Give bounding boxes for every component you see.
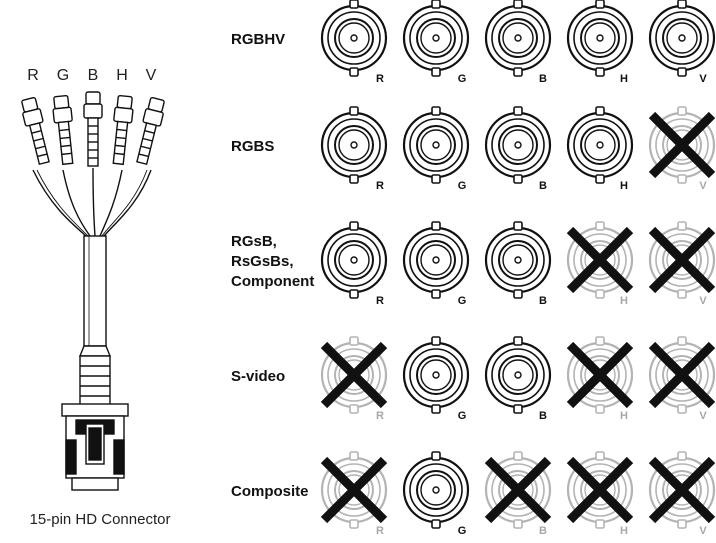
bnc-label: H: [620, 410, 628, 422]
bnc-connector-b: [484, 0, 552, 77]
bnc-connector-b: [484, 451, 552, 529]
format-label: S-video: [231, 368, 285, 385]
format-label: Component: [231, 273, 314, 290]
bnc-connector-v: [648, 336, 716, 414]
bnc-connector-v: [648, 221, 716, 299]
bnc-label: B: [539, 525, 547, 537]
bnc-connector-h: [566, 336, 634, 414]
bnc-connector-r: [320, 451, 388, 529]
bnc-connector-g: [402, 221, 470, 299]
bnc-connector-g: [402, 106, 470, 184]
unused-cross-icon: [320, 341, 388, 409]
cable-letter-g: G: [57, 67, 69, 84]
bnc-connector-v: [648, 0, 716, 77]
unused-cross-icon: [648, 456, 716, 524]
connector-caption: 15-pin HD Connector: [30, 511, 171, 528]
bnc-label: G: [458, 410, 467, 422]
bnc-label: H: [620, 73, 628, 85]
bnc-connector-h: [566, 451, 634, 529]
bnc-label: R: [376, 180, 384, 192]
unused-cross-icon: [484, 456, 552, 524]
bnc-label: R: [376, 525, 384, 537]
cable-letters: R G B H V: [27, 67, 156, 84]
bnc-label: G: [458, 73, 467, 85]
format-label: RGBHV: [231, 31, 285, 48]
format-label: RGsB,: [231, 233, 277, 250]
bnc-label: R: [376, 410, 384, 422]
unused-cross-icon: [566, 456, 634, 524]
bnc-connector-h: [566, 0, 634, 77]
bnc-label: B: [539, 410, 547, 422]
bnc-label: B: [539, 73, 547, 85]
bnc-label: V: [699, 180, 707, 192]
bnc-connector-h: [566, 221, 634, 299]
bnc-connector-h: [566, 106, 634, 184]
bnc-connector-r: [320, 106, 388, 184]
bnc-label: V: [699, 410, 707, 422]
unused-cross-icon: [566, 226, 634, 294]
unused-cross-icon: [320, 456, 388, 524]
bnc-label: B: [539, 180, 547, 192]
cable-letter-r: R: [27, 67, 39, 84]
format-label: Composite: [231, 483, 309, 500]
bnc-label: V: [699, 295, 707, 307]
bnc-connector-g: [402, 336, 470, 414]
cable-letter-v: V: [146, 67, 157, 84]
bnc-label: G: [458, 180, 467, 192]
bnc-label: R: [376, 73, 384, 85]
bnc-label: R: [376, 295, 384, 307]
breakout-cable-illustration: [21, 91, 165, 491]
bnc-connector-b: [484, 106, 552, 184]
bnc-label: H: [620, 525, 628, 537]
bnc-label: G: [458, 525, 467, 537]
unused-cross-icon: [566, 341, 634, 409]
bnc-connector-b: [484, 336, 552, 414]
bnc-label: H: [620, 180, 628, 192]
bnc-label: G: [458, 295, 467, 307]
bnc-connector-g: [402, 451, 470, 529]
bnc-label: H: [620, 295, 628, 307]
unused-cross-icon: [648, 226, 716, 294]
bnc-connector-v: [648, 451, 716, 529]
format-label: RGBS: [231, 138, 274, 155]
bnc-connector-g: [402, 0, 470, 77]
format-row: RGBS R G B H V: [231, 106, 716, 192]
bnc-connector-r: [320, 221, 388, 299]
unused-cross-icon: [648, 341, 716, 409]
format-label: RsGsBs,: [231, 253, 294, 270]
bnc-connector-r: [320, 0, 388, 77]
bnc-connector-r: [320, 336, 388, 414]
bnc-label: B: [539, 295, 547, 307]
bnc-label: V: [699, 525, 707, 537]
bnc-label: V: [699, 73, 707, 85]
bnc-connector-v: [648, 106, 716, 184]
cable-letter-b: B: [88, 67, 99, 84]
cable-letter-h: H: [116, 67, 128, 84]
bnc-connector-b: [484, 221, 552, 299]
unused-cross-icon: [648, 111, 716, 179]
